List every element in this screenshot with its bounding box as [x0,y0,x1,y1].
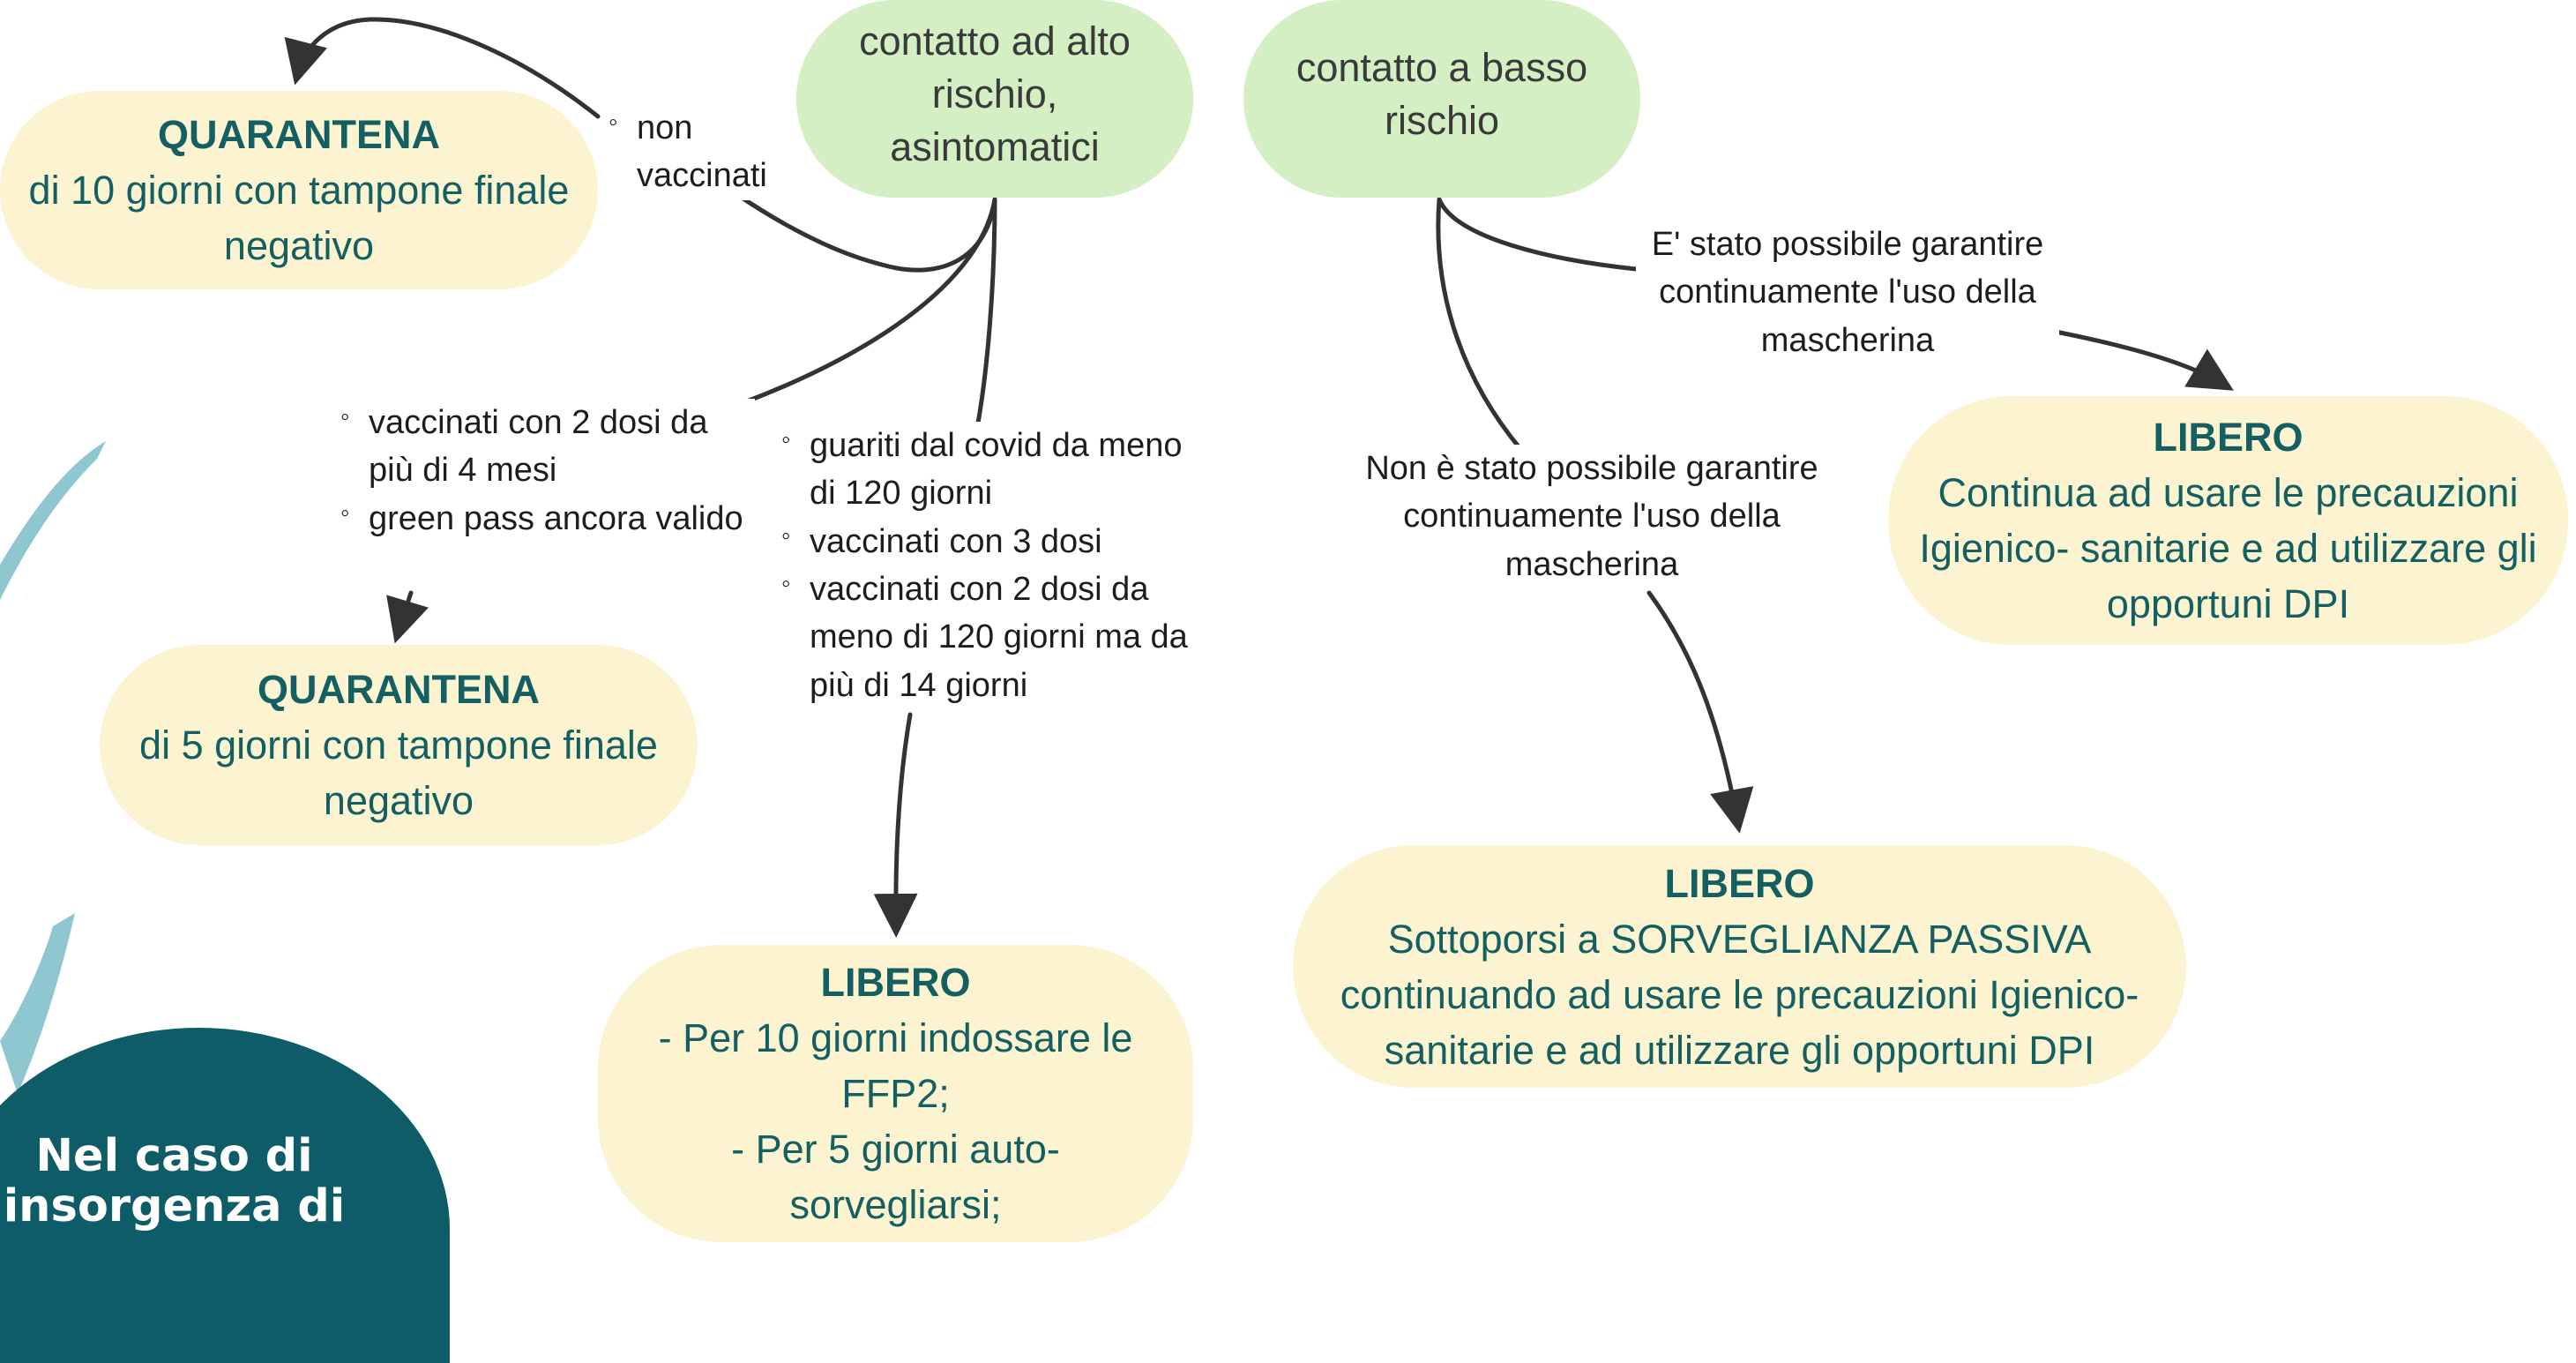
node-body: Continua ad usare le precauzioni Igienic… [1919,470,2537,626]
node-free-passive-surveillance: LIBERO Sottoporsi a SORVEGLIANZA PASSIVA… [1293,845,2186,1088]
corner-badge-text: Nel caso di insorgenza di [3,1130,346,1233]
node-free-continue: LIBERO Continua ad usare le precauzioni … [1888,396,2568,645]
connector-lines [284,17,2234,938]
edge-label-not-vaccinated: non vaccinati [609,104,785,200]
node-body-line: - Per 10 giorni indossare le FFP2; [658,1015,1133,1116]
node-low-risk-contact: contatto a basso rischio [1243,0,1640,198]
node-title: LIBERO [2153,415,2303,460]
node-title: LIBERO [1664,860,1815,906]
node-free-ffp2: LIBERO - Per 10 giorni indossare le FFP2… [598,945,1193,1242]
node-body: di 10 giorni con tampone finale negativo [28,168,570,268]
edge-label-mask-not-possible: Non è stato possibile garantire continua… [1340,445,1843,588]
node-quarantine-10-days: QUARANTENA di 10 giorni con tampone fina… [0,91,598,289]
list-item: vaccinati con 2 dosi da più di 4 mesi [340,399,755,495]
node-title: QUARANTENA [158,112,440,157]
list-item: vaccinati con 3 dosi [781,518,1196,565]
edge-label-mask-possible: E' stato possibile garantire continuamen… [1636,221,2059,364]
node-title: LIBERO [820,960,971,1005]
node-title: QUARANTENA [258,667,540,712]
node-quarantine-5-days: QUARANTENA di 5 giorni con tampone final… [100,645,698,845]
node-high-risk-contact: contatto ad alto rischio, asintomatici [796,0,1193,198]
decorative-brush-shape [0,441,106,1094]
edge-label-group-5-days: vaccinati con 2 dosi da più di 4 mesi gr… [340,399,755,543]
node-body: Sottoporsi a SORVEGLIANZA PASSIVA contin… [1340,916,2139,1073]
node-body-line: - Per 5 giorni auto-sorvegliarsi; [731,1127,1060,1227]
list-item: guariti dal covid da meno di 120 giorni [781,422,1196,518]
edge-label-group-free: guariti dal covid da meno di 120 giorni … [781,422,1196,709]
list-item: vaccinati con 2 dosi da meno di 120 gior… [781,565,1196,709]
list-item: green pass ancora valido [340,495,755,543]
flowchart-canvas: Nel caso di insorgenza di conta [0,0,2576,1248]
node-body: di 5 giorni con tampone finale negativo [139,723,658,823]
